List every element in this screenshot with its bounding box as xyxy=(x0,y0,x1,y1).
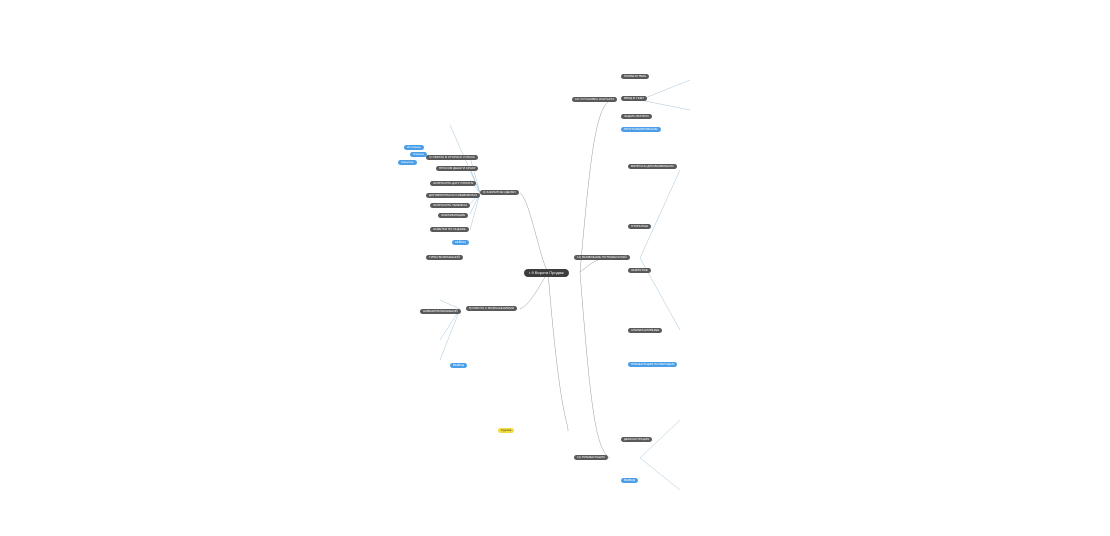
label-payment-date[interactable]: ЗАПРОСИТЬ ДАТУ ОПЛАТЫ xyxy=(430,181,477,186)
label-needs-questions[interactable]: ВОПРОСЫ ДЛЯ ВЫЯВЛЕНИЯ xyxy=(628,164,677,169)
edge xyxy=(579,257,611,273)
edge xyxy=(469,192,481,231)
label-hidden[interactable]: Скрытые xyxy=(398,160,417,165)
label-conclusion-left[interactable]: ВЫВОД xyxy=(450,363,467,368)
edge xyxy=(639,457,681,491)
label-closing[interactable]: ЗАКРЫВАЮЩИЕ xyxy=(438,213,469,218)
label-benefit-presentation[interactable]: ПРЕЗЕНТАЦИЯ ПО ВЫГОДАМ xyxy=(628,362,678,367)
branch-needs[interactable]: 11) ВЫЯВЛЕНИЕ ПОТРЕБНОСТЕЙ xyxy=(574,255,630,260)
branch-presentation[interactable]: 12) ПРЕЗЕНТАЦИЯ xyxy=(574,455,608,460)
edge xyxy=(579,99,611,273)
label-fear[interactable]: 3) ОБРАТЬ В СТОРОНУ СТРАХА xyxy=(426,155,478,160)
label-greeting[interactable]: ПРИВЕТСТВИЕ xyxy=(621,74,650,79)
edge xyxy=(519,192,549,273)
label-money-now[interactable]: ПРОСИМ ДЕНЬГИ СРАЗУ xyxy=(436,166,479,171)
edge xyxy=(439,299,461,310)
label-false[interactable]: Ложные xyxy=(410,152,428,157)
label-programming[interactable]: ПРОГРАММИРОВАНИЕ xyxy=(621,127,661,132)
branch-closing-deal[interactable]: 9) ЗАКРЫТИЕ СДЕЛКИ xyxy=(480,190,519,195)
edge xyxy=(439,308,461,341)
root-node[interactable]: • 9 Ворота Продаж xyxy=(524,269,569,277)
label-objection-types[interactable]: ТИПЫ ВОЗРАЖЕНИЙ xyxy=(426,255,463,260)
branch-contact[interactable]: 10) УСТАНОВКА КОНТАКТА xyxy=(572,97,618,102)
branch-deal[interactable]: Сделка xyxy=(498,428,515,433)
edge xyxy=(547,271,569,432)
label-true[interactable]: Истинные xyxy=(404,145,424,150)
label-alternative[interactable]: АЛЬТЕРНАТИВНЫЕ xyxy=(628,328,663,333)
label-objection-skills[interactable]: НАВЫКИ ВОЗРАЖЕНИЙ xyxy=(420,309,461,314)
label-requisites[interactable]: ДОГОВОРИТЬСЯ О РЕКВИЗИТАХ xyxy=(426,193,481,198)
edge xyxy=(439,308,461,361)
edge xyxy=(639,169,681,259)
edge xyxy=(639,99,691,111)
branch-objections[interactable]: 8) РАБОТА С ВОЗРАЖЕНИЯМИ xyxy=(466,306,517,311)
edge xyxy=(519,271,549,310)
label-open[interactable]: ОТКРЫТЫЕ xyxy=(628,224,652,229)
label-demo[interactable]: ДЕМОНСТРАЦИЯ xyxy=(621,437,653,442)
edge xyxy=(579,271,611,459)
label-conclusion-right[interactable]: ВЫВОД xyxy=(621,478,638,483)
label-cases[interactable]: КЕЙСЫ xyxy=(452,240,469,245)
edge xyxy=(639,79,691,101)
label-phone[interactable]: ЗАПРОСИТЬ ТЕЛЕФОН xyxy=(430,203,470,208)
edge xyxy=(469,156,481,194)
label-notes[interactable]: ЗАМЕТКИ ПО ОЦЕНКЕ xyxy=(430,227,469,232)
label-ask[interactable]: ЗАДАТЬ ВОПРОС xyxy=(621,114,653,119)
label-closed[interactable]: ЗАКРЫТЫЕ xyxy=(628,268,651,273)
edge xyxy=(639,419,681,459)
label-intro[interactable]: ВВОД В ТЕМУ xyxy=(621,96,648,101)
